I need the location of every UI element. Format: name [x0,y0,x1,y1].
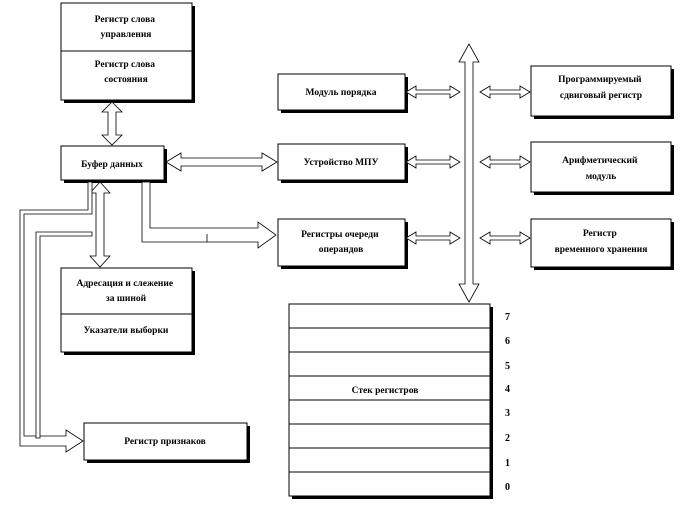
control-word-line-2: управления [101,30,152,40]
addressing-block: Адресация и слежение за шиной Указатели … [60,267,195,355]
buffer-flags-inner-line [35,231,93,439]
data-buffer-label: Буфер данных [81,159,143,170]
queue-bus-arrow [405,231,461,245]
control-buffer-arrow [101,101,123,146]
control-status-block: Регистр слова управления Регистр слова с… [60,2,195,103]
arithmetic-module-line-2: модуль [586,172,617,182]
buffer-addressing-arrow [89,181,111,268]
shift-register-label: Программируемый сдвиговый регистр [558,74,644,101]
order-bus-arrow [405,85,461,99]
stack-index-3: 3 [505,408,510,419]
shift-register-line-2: сдвиговый регистр [560,90,642,101]
register-stack-label: Стек регистров [352,386,419,396]
mpu-device-label: Устройство МПУ [304,157,379,168]
status-word-line-2: состояния [104,75,148,85]
addressing-line-2: за шиной [106,293,147,304]
control-word-line-1: Регистр слова [95,15,156,25]
operand-queue-block: Регистры очереди операндов [277,218,408,269]
operand-queue-label: Регистры очереди операндов [301,230,381,255]
arithmetic-module-block: Арифметический модуль [530,141,674,195]
flags-register-block: Регистр признаков [83,422,250,463]
data-buffer-block: Буфер данных [60,145,167,183]
sample-pointers-label: Указатели выборки [84,325,169,336]
shift-register-line-1: Программируемый [558,74,642,85]
bus-temp-arrow [479,231,531,245]
register-stack-block: Стек регистров [288,303,493,499]
buffer-queue-arrow [141,181,277,249]
mpu-bus-arrow [405,155,461,169]
mpu-device-block: Устройство МПУ [277,143,408,183]
temp-storage-line-1: Регистр [583,229,617,239]
temp-storage-block: Регистр временного хранения [530,218,674,270]
operand-queue-line-1: Регистры очереди [301,230,379,240]
stack-index-0: 0 [505,482,510,493]
arithmetic-module-line-1: Арифметический [562,155,638,166]
bus-arithmetic-arrow [479,155,531,169]
addressing-label: Адресация и слежение за шиной [77,279,176,304]
buffer-mpu-arrow [165,152,278,172]
temp-storage-label: Регистр временного хранения [555,229,648,255]
stack-index-5: 5 [505,361,510,372]
status-word-register-label: Регистр слова состояния [95,60,158,85]
order-module-block: Модуль порядка [277,73,408,113]
shift-register-block: Программируемый сдвиговый регистр [530,65,674,119]
operand-queue-line-2: операндов [319,245,363,255]
stack-index-1: 1 [505,458,510,469]
addressing-line-1: Адресация и слежение [77,279,174,289]
order-module-label: Модуль порядка [306,88,377,98]
flags-register-label: Регистр признаков [124,437,206,447]
status-word-line-1: Регистр слова [95,60,156,70]
stack-index-7: 7 [505,312,510,323]
stack-index-6: 6 [505,336,510,347]
internal-bus-arrow [458,43,480,303]
arithmetic-module-label: Арифметический модуль [562,155,640,182]
stack-indices: 7 6 5 4 3 2 1 0 [505,312,510,493]
buffer-flags-arrow [19,181,93,453]
stack-index-2: 2 [505,433,510,444]
temp-storage-line-2: временного хранения [555,245,648,255]
stack-index-4: 4 [505,384,510,395]
control-word-register-label: Регистр слова управления [95,15,158,40]
bus-shift-arrow [479,85,531,99]
